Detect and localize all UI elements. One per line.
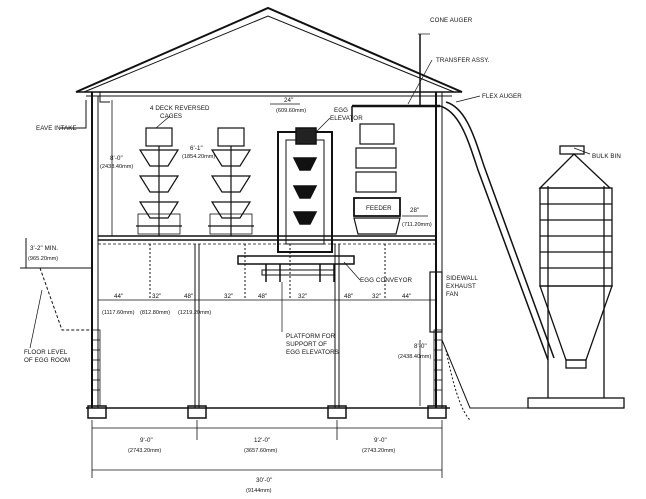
dim-32-left: 32" xyxy=(152,293,161,300)
ground-grade-left xyxy=(20,238,92,331)
dim-32-right: 32" xyxy=(372,293,381,300)
dim-44-left-mm: (1117.60mm) xyxy=(102,310,135,316)
dim-wall-height-mm: (2438.40mm) xyxy=(100,164,133,170)
dim-span-left: 9'-0" xyxy=(140,437,153,444)
dim-cage-height: 6'-1" xyxy=(190,145,203,152)
label-platform-1: PLATFORM FOR xyxy=(286,333,336,340)
label-flex-auger: FLEX AUGER xyxy=(482,93,522,100)
dim-48-right: 48" xyxy=(344,293,353,300)
sidewall-fan xyxy=(429,271,443,333)
egg-conveyor xyxy=(237,255,355,282)
label-platform-2: SUPPORT OF xyxy=(286,341,327,348)
dim-32-center-left: 32" xyxy=(224,293,233,300)
roof xyxy=(75,6,463,97)
dim-span-left-mm: (2743.20mm) xyxy=(128,448,161,454)
dim-pit-min-mm: (965.20mm) xyxy=(28,256,58,262)
label-eave-intake: EAVE INTAKE xyxy=(36,125,77,132)
label-bulk-bin: BULK BIN xyxy=(592,153,621,160)
masonry-left xyxy=(91,329,101,407)
cage-floor xyxy=(98,235,436,245)
dim-right-wall: 8'-0" xyxy=(414,343,427,350)
dim-48-left: 48" xyxy=(184,293,193,300)
feeder-stack xyxy=(353,123,401,235)
dimension-text: 8'-0" (2438.40mm) 6'-1" (1854.20mm) 24" … xyxy=(28,97,432,494)
dim-48-center: 48" xyxy=(258,293,267,300)
dim-span-right: 9'-0" xyxy=(374,437,387,444)
auger-system xyxy=(351,34,555,361)
dim-total-mm: (9144mm) xyxy=(246,488,272,494)
label-platform-3: EGG ELEVATORS xyxy=(286,349,339,356)
dim-44-left: 44" xyxy=(114,293,123,300)
cage-stack-left xyxy=(136,127,182,236)
eave-intake xyxy=(60,92,110,129)
cage-stack-center-left xyxy=(208,127,254,236)
label-floor-level-2: OF EGG ROOM xyxy=(24,357,70,364)
labels: CONE AUGER TRANSFER ASSY. FLEX AUGER BUL… xyxy=(24,17,621,364)
label-deck-cages-1: 4 DECK REVERSED xyxy=(150,105,210,112)
leader-lines xyxy=(29,33,591,349)
dim-feeder-gap: 28" xyxy=(410,207,419,214)
label-sidewall-fan-3: FAN xyxy=(446,291,458,298)
walls xyxy=(91,92,443,408)
label-deck-cages-2: CAGES xyxy=(160,113,182,120)
label-egg-conveyor: EGG CONVEYOR xyxy=(360,277,413,284)
label-floor-level-1: FLOOR LEVEL xyxy=(24,349,68,356)
dim-right-wall-mm: (2438.40mm) xyxy=(398,354,431,360)
dim-span-mid-mm: (3657.60mm) xyxy=(244,448,277,454)
egg-elevator xyxy=(277,127,333,253)
dim-48-left-mm: (1219.20mm) xyxy=(178,310,211,316)
dim-32-left-mm: (812.80mm) xyxy=(140,310,170,316)
dim-aisle-top: 24" xyxy=(284,97,293,104)
label-sidewall-fan-2: EXHAUST xyxy=(446,283,476,290)
dim-span-mid: 12'-0" xyxy=(254,437,270,444)
footings xyxy=(86,405,450,419)
dim-32-center: 32" xyxy=(298,293,307,300)
label-transfer-assy: TRANSFER ASSY. xyxy=(436,57,490,64)
label-egg-elevator-1: EGG xyxy=(334,107,348,114)
dim-44-right: 44" xyxy=(402,293,411,300)
dim-pit-min: 3'-2" MIN. xyxy=(30,245,58,252)
label-sidewall-fan-1: SIDEWALL xyxy=(446,275,478,282)
ground-grade-right xyxy=(441,339,528,421)
label-feeder: FEEDER xyxy=(366,205,392,212)
support-posts xyxy=(149,244,386,408)
dim-span-right-mm: (2743.20mm) xyxy=(362,448,395,454)
dim-aisle-top-mm: (609.60mm) xyxy=(276,108,306,114)
label-cone-auger: CONE AUGER xyxy=(430,17,473,24)
dim-total: 30'-0" xyxy=(256,477,272,484)
dim-cage-height-mm: (1854.20mm) xyxy=(182,154,215,160)
label-egg-elevator-2: ELEVATOR xyxy=(330,115,363,122)
dim-wall-height: 8'-0" xyxy=(110,155,123,162)
bulk-bin xyxy=(527,145,625,409)
dim-feeder-gap-mm: (711.20mm) xyxy=(402,222,432,228)
dimension-lines xyxy=(91,100,443,478)
